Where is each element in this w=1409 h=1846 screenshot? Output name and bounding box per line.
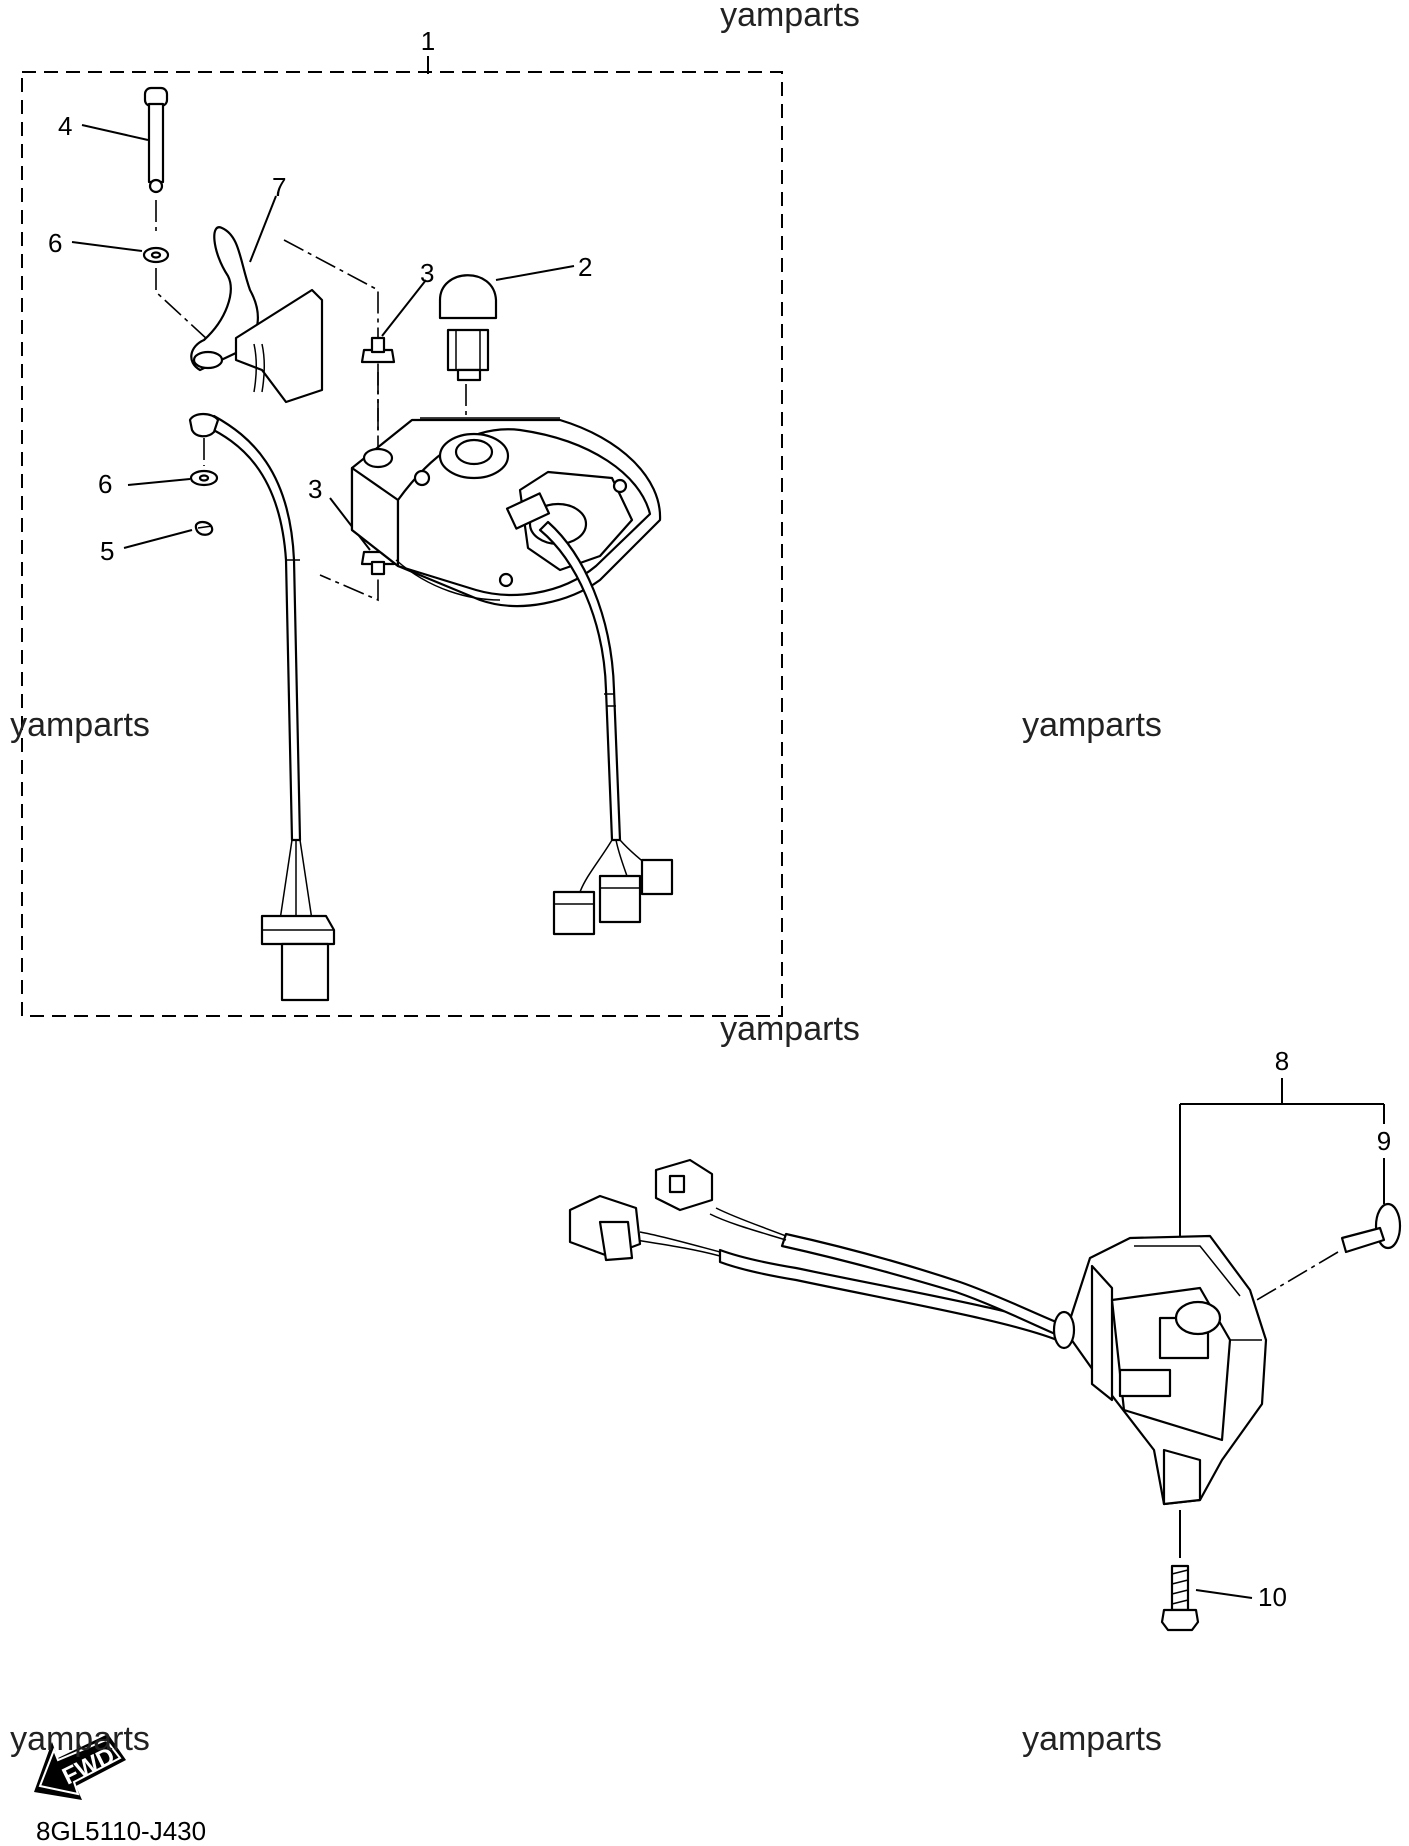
watermark: yamparts bbox=[1022, 706, 1162, 744]
watermark: yamparts bbox=[10, 1720, 150, 1758]
part-6-washer-lower bbox=[189, 469, 219, 487]
connectors-right-cluster bbox=[552, 858, 674, 936]
callout-8: 8 bbox=[1275, 1046, 1289, 1076]
part-2-push-button bbox=[438, 274, 498, 382]
kit-boundary-box bbox=[21, 71, 783, 1017]
part-5-clip bbox=[194, 520, 214, 536]
callout-1: 1 bbox=[421, 26, 435, 56]
watermark: yamparts bbox=[720, 0, 860, 34]
callout-5: 5 bbox=[100, 536, 114, 566]
part-8-switch-body bbox=[1064, 1234, 1268, 1506]
watermark: yamparts bbox=[1022, 1720, 1162, 1758]
callout-3-lower: 3 bbox=[308, 474, 322, 504]
part-7-lever-bracket bbox=[190, 226, 324, 404]
callout-7: 7 bbox=[272, 172, 286, 202]
diagram-code: 8GL5110-J430 bbox=[36, 1816, 206, 1846]
callout-4: 4 bbox=[58, 111, 72, 141]
switch-body-wire-harness bbox=[718, 1248, 1068, 1344]
part-3-collar-upper bbox=[360, 336, 396, 364]
callout-6-lower: 6 bbox=[98, 469, 112, 499]
connector-lower-left bbox=[260, 914, 336, 1002]
callout-2: 2 bbox=[578, 252, 592, 282]
part-9-screw bbox=[1340, 1202, 1402, 1254]
part-4-pin bbox=[143, 86, 169, 194]
watermark: yamparts bbox=[10, 706, 150, 744]
part-10-bolt bbox=[1160, 1564, 1200, 1632]
part-6-washer-upper bbox=[142, 246, 170, 264]
lever-wire-harness bbox=[204, 414, 302, 842]
callout-9: 9 bbox=[1377, 1126, 1391, 1156]
connector-pair-left bbox=[568, 1158, 714, 1262]
callout-10: 10 bbox=[1258, 1582, 1287, 1612]
watermark: yamparts bbox=[720, 1010, 860, 1048]
callout-6-upper: 6 bbox=[48, 228, 62, 258]
callout-3-upper: 3 bbox=[420, 258, 434, 288]
switch-housing bbox=[350, 417, 662, 608]
